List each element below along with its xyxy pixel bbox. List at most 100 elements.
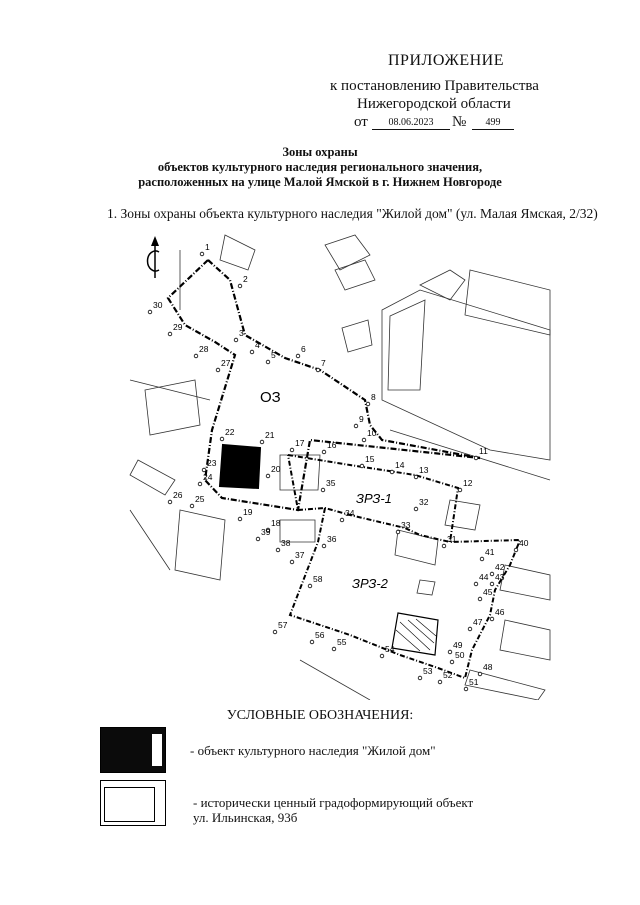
boundary-point-label: 20 bbox=[271, 464, 281, 474]
boundary-point-marker bbox=[447, 649, 453, 655]
boundary-point-marker bbox=[477, 671, 483, 677]
boundary-point-marker bbox=[193, 353, 199, 359]
legend-swatch-heritage bbox=[100, 727, 166, 773]
boundary-point-marker bbox=[167, 331, 173, 337]
boundary-point-label: 36 bbox=[327, 534, 337, 544]
boundary-point-marker bbox=[265, 359, 271, 365]
zone-label-zrz1: ЗРЗ-1 bbox=[356, 491, 392, 506]
zone-label-oz: ОЗ bbox=[260, 389, 281, 406]
resolution-line: к постановлению Правительства bbox=[330, 78, 539, 94]
legend-item-historical-line2: ул. Ильинская, 93б bbox=[193, 810, 298, 825]
boundary-point-marker bbox=[259, 439, 265, 445]
legend-swatch-historical bbox=[100, 780, 166, 826]
boundary-point-marker bbox=[331, 646, 337, 652]
boundary-point-label: 21 bbox=[265, 430, 275, 440]
boundary-point-label: 26 bbox=[173, 490, 183, 500]
boundary-point-label: 40 bbox=[519, 538, 529, 548]
boundary-point-label: 42 bbox=[495, 562, 505, 572]
boundary-point-marker bbox=[463, 686, 469, 692]
boundary-point-marker bbox=[339, 517, 345, 523]
boundary-point-label: 44 bbox=[479, 572, 489, 582]
boundary-point-marker bbox=[167, 499, 173, 505]
historical-object-93b bbox=[391, 612, 439, 656]
boundary-point-marker bbox=[295, 353, 301, 359]
boundary-point-marker bbox=[449, 659, 455, 665]
boundary-point-label: 56 bbox=[315, 630, 325, 640]
boundary-point-label: 17 bbox=[295, 438, 305, 448]
boundary-point-label: 15 bbox=[365, 454, 375, 464]
boundary-point-marker bbox=[513, 547, 519, 553]
boundary-point-label: 14 bbox=[395, 460, 405, 470]
boundary-point-marker bbox=[395, 529, 401, 535]
boundary-point-label: 6 bbox=[301, 344, 306, 354]
boundary-point-marker bbox=[417, 675, 423, 681]
boundary-point-label: 13 bbox=[419, 465, 429, 475]
background-buildings bbox=[129, 234, 551, 700]
boundary-point-label: 18 bbox=[271, 518, 281, 528]
boundary-point-marker bbox=[197, 481, 203, 487]
boundary-point-label: 39 bbox=[261, 527, 271, 537]
boundary-point-label: 51 bbox=[469, 677, 479, 687]
boundary-point-label: 8 bbox=[371, 392, 376, 402]
boundary-point-marker bbox=[275, 547, 281, 553]
boundary-point-marker bbox=[265, 527, 271, 533]
boundary-point-marker bbox=[201, 467, 207, 473]
legend-item-historical-line1: - исторически ценный градоформирующий об… bbox=[193, 795, 474, 810]
boundary-point-marker bbox=[359, 463, 365, 469]
boundary-point-marker bbox=[272, 629, 278, 635]
boundary-point-label: 43 bbox=[495, 572, 505, 582]
boundary-point-marker bbox=[249, 349, 255, 355]
zone-label-zrz2: ЗРЗ-2 bbox=[352, 576, 389, 591]
boundary-point-marker bbox=[320, 487, 326, 493]
boundary-point-label: 12 bbox=[463, 478, 473, 488]
boundary-point-label: 55 bbox=[337, 637, 347, 647]
boundary-point-marker bbox=[289, 559, 295, 565]
boundary-point-marker bbox=[489, 616, 495, 622]
section-title: 1. Зоны охраны объекта культурного насле… bbox=[107, 206, 598, 221]
boundary-point-label: 30 bbox=[153, 300, 163, 310]
number-sign: № bbox=[452, 114, 467, 130]
heading-line-3: расположенных на улице Малой Ямской в г.… bbox=[138, 175, 502, 189]
boundary-point-marker bbox=[437, 679, 443, 685]
boundary-point-marker bbox=[479, 556, 485, 562]
boundary-point-label: 33 bbox=[401, 520, 411, 530]
boundary-point-marker bbox=[147, 309, 153, 315]
boundary-point-label: 52 bbox=[443, 670, 453, 680]
legend-title: УСЛОВНЫЕ ОБОЗНАЧЕНИЯ: bbox=[226, 708, 414, 723]
boundary-point-label: 16 bbox=[327, 440, 337, 450]
boundary-point-marker bbox=[413, 506, 419, 512]
boundary-point-marker bbox=[289, 447, 295, 453]
zone-boundary-oz bbox=[166, 259, 481, 512]
boundary-point-marker bbox=[365, 401, 371, 407]
boundary-point-marker bbox=[489, 571, 495, 577]
boundary-point-label: 46 bbox=[495, 607, 505, 617]
boundary-point-marker bbox=[237, 516, 243, 522]
boundary-point-marker bbox=[389, 469, 395, 475]
boundary-point-label: 35 bbox=[326, 478, 336, 488]
boundary-point-label: 41 bbox=[485, 547, 495, 557]
boundary-point-marker bbox=[379, 653, 385, 659]
boundary-point-marker bbox=[413, 474, 419, 480]
boundary-point-marker bbox=[189, 503, 195, 509]
boundary-point-marker bbox=[361, 437, 367, 443]
zone-map: ОЗ ЗРЗ-1 ЗРЗ-2 1234567891011121314151617… bbox=[129, 234, 551, 700]
boundary-point-label: 28 bbox=[199, 344, 209, 354]
boundary-point-label: 22 bbox=[225, 427, 235, 437]
boundary-point-marker bbox=[473, 455, 479, 461]
appendix-title: ПРИЛОЖЕНИЕ bbox=[388, 52, 505, 69]
boundary-point-marker bbox=[321, 543, 327, 549]
boundary-point-label: 29 bbox=[173, 322, 183, 332]
zone-boundary-zrz2 bbox=[288, 507, 522, 680]
boundary-point-label: 23 bbox=[207, 458, 217, 468]
boundary-point-label: 58 bbox=[313, 574, 323, 584]
boundary-point-marker bbox=[265, 473, 271, 479]
legend-item-heritage: - объект культурного наследия "Жилой дом… bbox=[190, 743, 436, 758]
boundary-point-label: 50 bbox=[455, 650, 465, 660]
boundary-point-label: 53 bbox=[423, 666, 433, 676]
heading-line-1: Зоны охраны bbox=[282, 145, 358, 159]
boundary-point-marker bbox=[315, 367, 321, 373]
boundary-point-marker bbox=[473, 581, 479, 587]
boundary-point-marker bbox=[353, 423, 359, 429]
resolution-date: 08.06.2023 bbox=[372, 117, 450, 130]
heritage-object-zhiloy-dom bbox=[218, 443, 262, 490]
